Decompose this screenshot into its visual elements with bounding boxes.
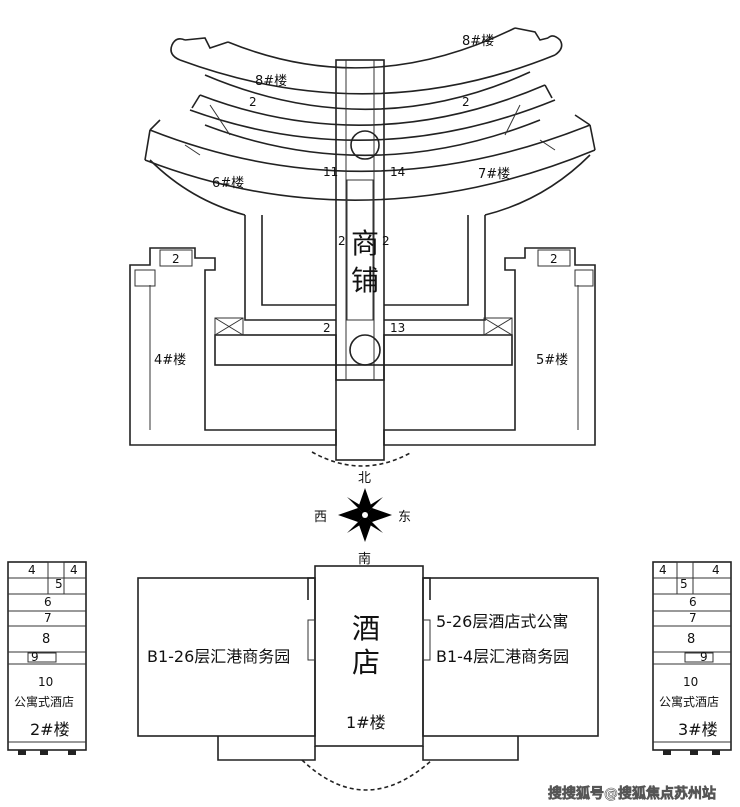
central-spine xyxy=(335,59,385,381)
marker-13: 13 xyxy=(390,321,405,335)
building-1-right-label-1: 5-26层酒店式公寓 xyxy=(436,612,568,631)
b3-floor-6: 6 xyxy=(689,595,697,609)
building-1-left-label: B1-26层汇港商务园 xyxy=(147,647,290,666)
building-8-outline xyxy=(170,27,563,126)
hotel-label-1: 酒 xyxy=(352,612,380,645)
b3-floor-9: 9 xyxy=(700,650,708,664)
b2-floor-7: 7 xyxy=(44,611,52,625)
b2-floor-10: 10 xyxy=(38,675,53,689)
b2-name: 2#楼 xyxy=(30,720,70,739)
b3-floor-7: 7 xyxy=(689,611,697,625)
building-6-7-outline xyxy=(144,114,596,216)
building-1-outline xyxy=(137,565,599,791)
compass-west: 西 xyxy=(314,510,327,525)
floor-count-2d: 2 xyxy=(550,252,558,266)
building-5-outline xyxy=(383,247,596,446)
label-shops-1: 商 xyxy=(351,227,379,260)
north-entrance-arc xyxy=(311,451,413,467)
building-2-outline xyxy=(7,561,87,755)
label-building-4: 4#楼 xyxy=(154,353,186,368)
floor-count-2a: 2 xyxy=(249,95,257,109)
b2-floor-5: 5 xyxy=(55,577,63,591)
label-building-8-top: 8#楼 xyxy=(462,34,494,49)
floor-count-2f: 2 xyxy=(382,234,390,248)
b2-floor-4-right: 4 xyxy=(70,563,78,577)
b2-type: 公寓式酒店 xyxy=(14,694,74,709)
b3-type: 公寓式酒店 xyxy=(659,694,719,709)
label-building-6: 6#楼 xyxy=(212,176,244,191)
b2-floor-4-left: 4 xyxy=(28,563,36,577)
compass-south: 南 xyxy=(358,551,371,567)
b2-floor-6: 6 xyxy=(44,595,52,609)
marker-14: 14 xyxy=(390,165,405,179)
compass-east: 东 xyxy=(398,510,411,525)
floor-count-2c: 2 xyxy=(172,252,180,266)
b2-floor-8: 8 xyxy=(42,632,50,647)
marker-11: 11 xyxy=(323,165,338,179)
hotel-label-2: 店 xyxy=(352,646,380,679)
building-3-outline xyxy=(652,561,732,755)
floor-count-2e: 2 xyxy=(338,234,346,248)
building-1-right-label-2: B1-4层汇港商务园 xyxy=(436,647,569,666)
compass-rose xyxy=(338,488,392,542)
building-1-name: 1#楼 xyxy=(346,713,386,732)
wings xyxy=(214,215,513,366)
watermark: 搜搜狐号@搜狐焦点苏州站 xyxy=(548,785,716,802)
b3-floor-8: 8 xyxy=(687,632,695,647)
building-8-mid-outline xyxy=(189,99,556,157)
compass-north: 北 xyxy=(358,471,371,486)
label-building-7: 7#楼 xyxy=(478,167,510,182)
b3-floor-10: 10 xyxy=(683,675,698,689)
b3-floor-4-right: 4 xyxy=(712,563,720,577)
label-building-8-mid: 8#楼 xyxy=(255,74,287,89)
b3-name: 3#楼 xyxy=(678,720,718,739)
b2-floor-9: 9 xyxy=(31,650,39,664)
b3-floor-5: 5 xyxy=(680,577,688,591)
b3-floor-4-left: 4 xyxy=(659,563,667,577)
stair-marks xyxy=(184,104,556,156)
label-building-5: 5#楼 xyxy=(536,353,568,368)
marker-12: 2 xyxy=(323,321,331,335)
building-4-outline xyxy=(129,247,385,461)
label-shops-2: 铺 xyxy=(351,264,379,297)
floor-count-2b: 2 xyxy=(462,95,470,109)
